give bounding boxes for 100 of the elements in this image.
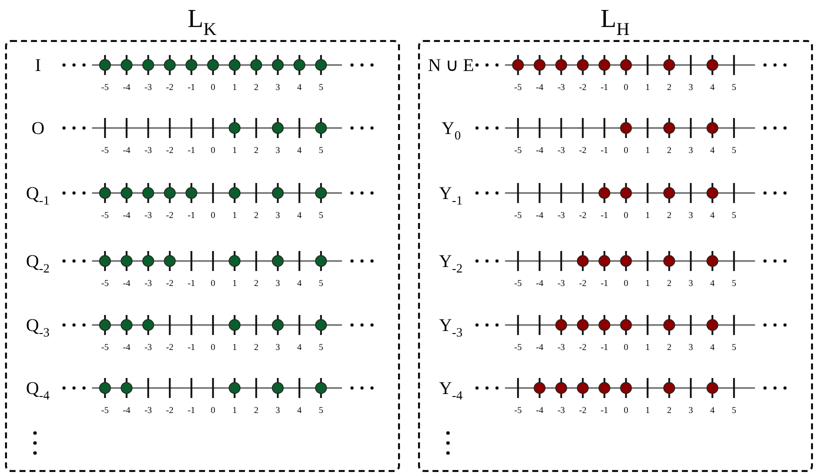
tick-label: 3 bbox=[276, 342, 280, 352]
tick-label: 2 bbox=[666, 405, 672, 415]
panel-title: L$_{H}$ bbox=[600, 4, 630, 42]
tick-label: 3 bbox=[276, 278, 280, 288]
tick-label: 3 bbox=[276, 210, 280, 220]
tick-label: 5 bbox=[318, 82, 324, 92]
tick-label: -4 bbox=[122, 210, 130, 220]
tick-label: -2 bbox=[579, 82, 587, 92]
row-label: Q$_{-1}$ bbox=[26, 183, 50, 211]
tick-label: -1 bbox=[188, 82, 196, 92]
tick-label: -2 bbox=[166, 82, 174, 92]
row-label: I bbox=[35, 55, 41, 75]
tick-label: 4 bbox=[297, 342, 302, 352]
tick-label: -1 bbox=[600, 405, 608, 415]
tick-label: 5 bbox=[732, 278, 736, 288]
tick-label: -4 bbox=[536, 278, 544, 288]
tick-label: -5 bbox=[101, 405, 109, 415]
tick-label: 1 bbox=[645, 342, 650, 352]
tick-label: -5 bbox=[101, 145, 109, 155]
row-label: Y$_{-1}$ bbox=[439, 183, 462, 211]
tick-label: 0 bbox=[210, 82, 216, 92]
tick-label: 1 bbox=[232, 210, 237, 220]
row-label: Y$_{-4}$ bbox=[439, 378, 462, 406]
tick-label: 2 bbox=[254, 82, 258, 92]
tick-label: 5 bbox=[318, 278, 324, 288]
tick-label: -2 bbox=[579, 405, 587, 415]
tick-label: 4 bbox=[710, 145, 715, 155]
tick-label: 3 bbox=[688, 405, 694, 415]
tick-label: 1 bbox=[232, 82, 237, 92]
tick-label: -3 bbox=[144, 278, 152, 288]
tick-label: 0 bbox=[624, 405, 628, 415]
tick-label: -1 bbox=[188, 342, 196, 352]
row-label: Y$_{-3}$ bbox=[439, 315, 462, 343]
tick-label: -1 bbox=[600, 82, 608, 92]
tick-label: 0 bbox=[624, 342, 628, 352]
tick-label: 0 bbox=[210, 278, 216, 288]
tick-label: 4 bbox=[297, 82, 302, 92]
tick-label: 2 bbox=[666, 278, 672, 288]
tick-label: -4 bbox=[536, 145, 544, 155]
tick-label: -5 bbox=[514, 145, 522, 155]
tick-label: 4 bbox=[710, 278, 715, 288]
tick-label: 4 bbox=[710, 210, 715, 220]
tick-label: 3 bbox=[276, 82, 280, 92]
tick-label: -3 bbox=[557, 405, 565, 415]
tick-label: -5 bbox=[514, 278, 522, 288]
tick-label: -2 bbox=[166, 342, 174, 352]
row-label: Q$_{-3}$ bbox=[26, 315, 50, 343]
tick-label: 2 bbox=[666, 210, 672, 220]
tick-label: -5 bbox=[514, 82, 522, 92]
tick-label: 2 bbox=[254, 278, 258, 288]
row-label: O bbox=[32, 118, 44, 138]
row-label: Q$_{-4}$ bbox=[26, 378, 50, 406]
tick-label: 5 bbox=[318, 405, 324, 415]
tick-label: 5 bbox=[318, 210, 324, 220]
row-label: Y$_{-2}$ bbox=[439, 251, 462, 279]
tick-label: -3 bbox=[557, 210, 565, 220]
tick-label: 5 bbox=[732, 405, 736, 415]
tick-label: -2 bbox=[166, 278, 174, 288]
tick-label: 3 bbox=[688, 210, 694, 220]
tick-label: -5 bbox=[101, 342, 109, 352]
tick-label: -3 bbox=[557, 278, 565, 288]
panel-title: L$_{K}$ bbox=[187, 4, 217, 42]
tick-label: -2 bbox=[579, 342, 587, 352]
tick-label: -2 bbox=[166, 210, 174, 220]
tick-label: -5 bbox=[101, 278, 109, 288]
tick-label: 5 bbox=[732, 342, 736, 352]
tick-label: -4 bbox=[122, 145, 130, 155]
tick-label: 0 bbox=[210, 342, 216, 352]
tick-label: 2 bbox=[666, 82, 672, 92]
tick-label: -4 bbox=[536, 82, 544, 92]
tick-label: -3 bbox=[144, 405, 152, 415]
tick-label: 5 bbox=[318, 342, 324, 352]
tick-label: 3 bbox=[276, 145, 280, 155]
tick-label: 1 bbox=[232, 145, 237, 155]
tick-label: 5 bbox=[732, 210, 736, 220]
tick-label: -1 bbox=[188, 278, 196, 288]
tick-label: 2 bbox=[254, 210, 258, 220]
tick-label: -2 bbox=[579, 278, 587, 288]
tick-label: 0 bbox=[624, 210, 628, 220]
tick-label: 1 bbox=[645, 210, 650, 220]
tick-label: -1 bbox=[600, 145, 608, 155]
tick-label: 3 bbox=[688, 342, 694, 352]
tick-label: -4 bbox=[536, 405, 544, 415]
tick-label: 4 bbox=[710, 82, 715, 92]
tick-label: 0 bbox=[210, 405, 216, 415]
tick-label: 1 bbox=[645, 405, 650, 415]
tick-label: -3 bbox=[144, 210, 152, 220]
tick-label: 4 bbox=[710, 342, 715, 352]
tick-label: 0 bbox=[624, 278, 628, 288]
tick-label: 4 bbox=[710, 405, 715, 415]
tick-label: -2 bbox=[579, 145, 587, 155]
tick-label: 5 bbox=[732, 145, 736, 155]
tick-label: 0 bbox=[210, 210, 216, 220]
tick-label: -2 bbox=[166, 145, 174, 155]
tick-label: 0 bbox=[624, 82, 628, 92]
tick-label: 2 bbox=[254, 342, 258, 352]
tick-label: 4 bbox=[297, 405, 302, 415]
tick-label: -4 bbox=[122, 82, 130, 92]
row-label: Q$_{-2}$ bbox=[26, 251, 50, 279]
tick-label: -3 bbox=[144, 82, 152, 92]
